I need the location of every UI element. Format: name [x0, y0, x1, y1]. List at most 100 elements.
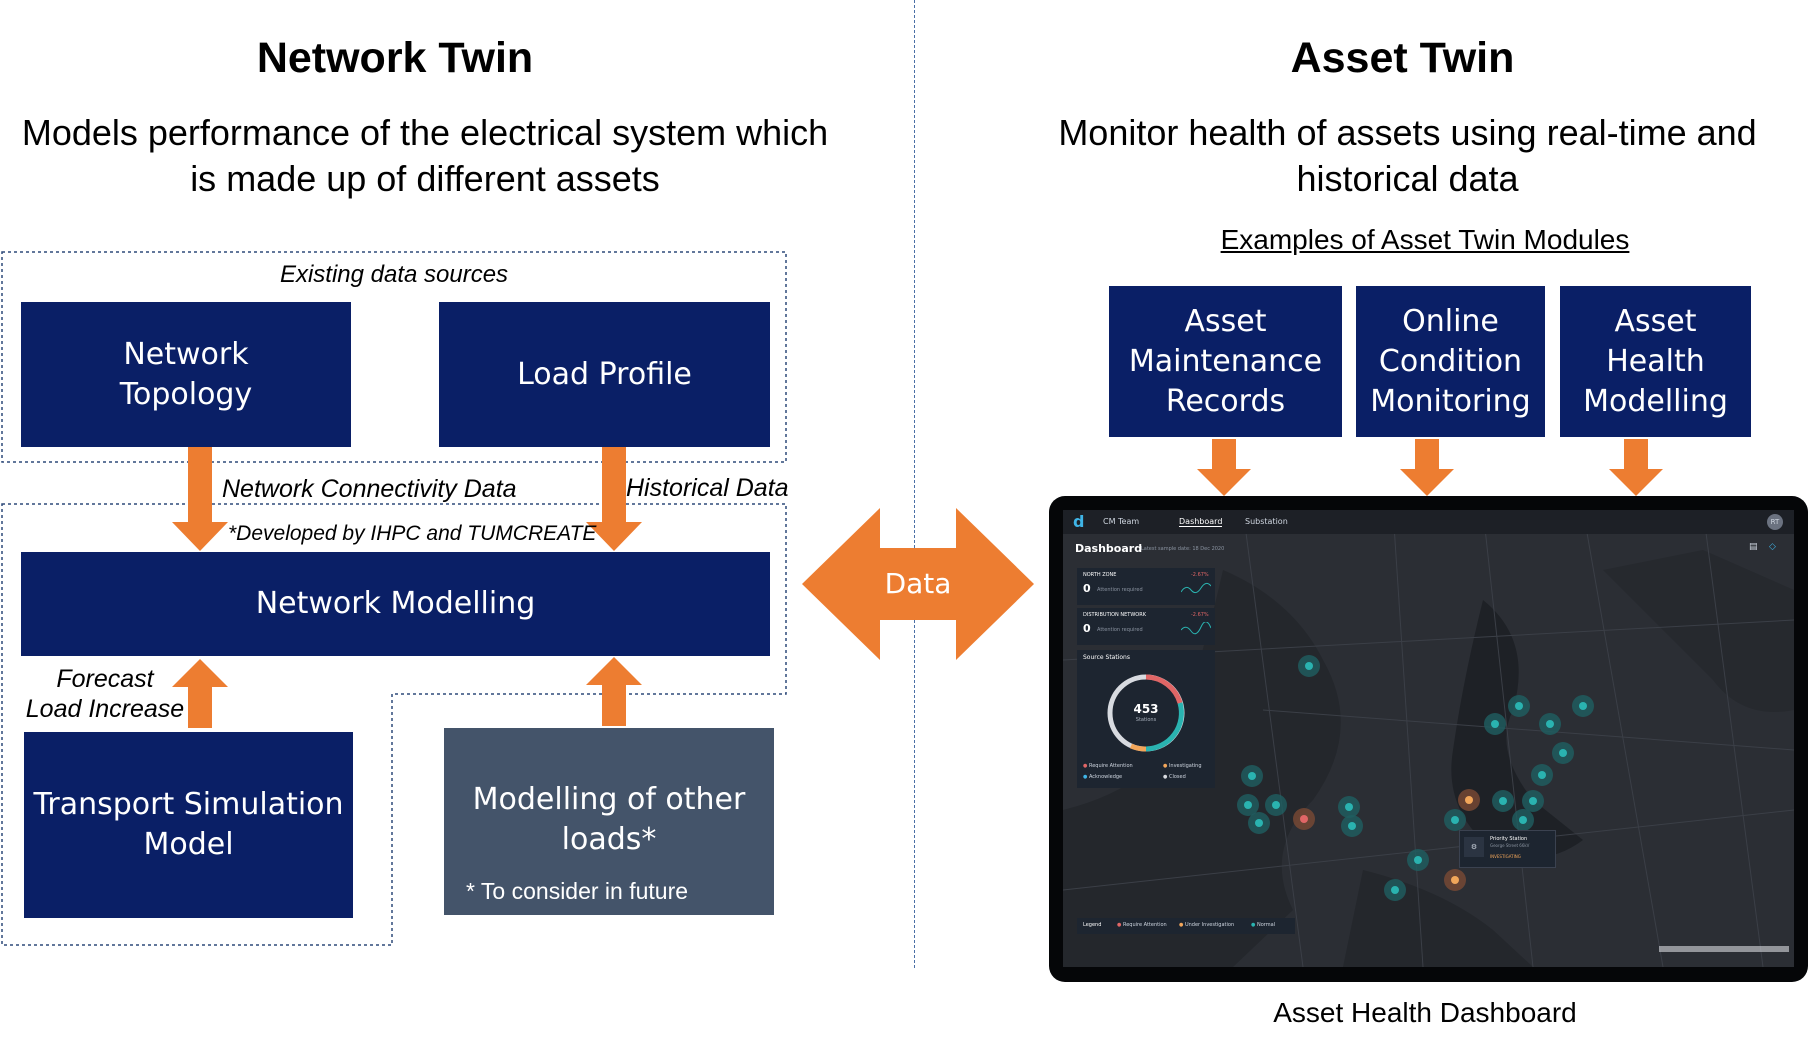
- station-marker-orange: [1293, 789, 1480, 891]
- subtitle-line: is made up of different assets: [190, 158, 660, 199]
- legend-dot: ●: [1163, 763, 1169, 769]
- module-asset-health: Asset Health Modelling: [1560, 286, 1751, 437]
- distribution-pct: -2.67%: [1191, 612, 1209, 618]
- legend-text: Require Attention: [1122, 922, 1167, 928]
- subtitle-line: historical data: [1296, 158, 1519, 199]
- priority-station-popup[interactable]: ⚙ Priority Station George Street 66kV IN…: [1459, 830, 1556, 868]
- transport-simulation-box: Transport Simulation Model: [24, 732, 353, 918]
- legend-text: Acknowledge: [1088, 774, 1123, 780]
- module-line: Modelling: [1583, 383, 1728, 419]
- legend-investigating: ● Investigating: [1163, 763, 1202, 769]
- network-modelling-box: Network Modelling: [21, 552, 770, 656]
- box-line: loads*: [561, 822, 657, 857]
- module-line: Health: [1606, 343, 1705, 379]
- historical-arrow: [586, 447, 642, 551]
- module-arrow: [1609, 439, 1663, 496]
- subtitle-line: Monitor health of assets using real-time…: [1058, 112, 1757, 153]
- label-line: Forecast: [56, 665, 154, 693]
- source-stations-card[interactable]: Source Stations 453 Stations ● Require A…: [1077, 650, 1215, 788]
- legend-closed: ● Closed: [1163, 774, 1186, 780]
- module-arrow: [1197, 439, 1251, 496]
- module-line: Condition: [1378, 343, 1523, 379]
- data-label: Data: [884, 567, 952, 600]
- module-line: Asset: [1184, 303, 1267, 339]
- location-icon[interactable]: ◇: [1769, 542, 1776, 552]
- station-markers: [1237, 655, 1594, 901]
- priority-sub: George Street 66kV: [1490, 843, 1530, 848]
- other-loads-box: Modelling of other loads* * To consider …: [444, 728, 774, 915]
- future-note: * To consider in future: [466, 878, 689, 904]
- stations-label: Stations: [1135, 717, 1157, 723]
- box-line: Network: [123, 336, 249, 372]
- priority-title: Priority Station: [1490, 836, 1528, 842]
- station-marker-teal: [1237, 655, 1594, 901]
- source-stations-label: Source Stations: [1083, 654, 1130, 661]
- historical-data-label: Historical Data: [626, 474, 789, 502]
- dashboard-heading: Dashboard: [1075, 542, 1143, 555]
- module-line: Records: [1165, 383, 1286, 419]
- box-line: Modelling of other: [472, 782, 746, 817]
- network-twin-title: Network Twin: [256, 34, 534, 82]
- legend-text: Under Investigation: [1184, 922, 1235, 928]
- developed-by-label: *Developed by IHPC and TUMCREATE: [228, 522, 597, 545]
- bottom-legend: Legend ● Require Attention ● Under Inves…: [1077, 918, 1295, 934]
- legend-dot: ●: [1163, 774, 1169, 780]
- examples-label: Examples of Asset Twin Modules: [1220, 224, 1630, 255]
- distribution-count: 0: [1083, 622, 1091, 635]
- avatar[interactable]: RT: [1767, 514, 1783, 530]
- network-twin-subtitle: Models performance of the electrical sys…: [0, 110, 850, 202]
- north-zone-pct: -2.67%: [1191, 572, 1209, 578]
- tablet-frame: d CM Team Dashboard Substation RT Dashbo…: [1049, 496, 1808, 982]
- sample-date: Latest sample date: 18 Dec 2020: [1141, 546, 1225, 552]
- stations-count: 453: [1133, 702, 1159, 716]
- box-line: Topology: [119, 376, 253, 412]
- filter-icon[interactable]: ▤: [1749, 542, 1758, 552]
- legend-dot: ●: [1179, 922, 1185, 928]
- map-attribution: [1659, 946, 1789, 952]
- priority-icon: ⚙: [1464, 837, 1484, 857]
- module-line: Asset: [1614, 303, 1697, 339]
- dashboard-topbar: d CM Team Dashboard Substation RT: [1063, 510, 1794, 534]
- asset-twin-title: Asset Twin: [1290, 34, 1515, 82]
- tab-dashboard[interactable]: Dashboard: [1179, 517, 1223, 527]
- existing-data-sources-label: Existing data sources: [279, 261, 509, 288]
- legend-text: Investigating: [1168, 763, 1202, 769]
- module-line: Maintenance: [1128, 343, 1323, 379]
- label-line: Load Increase: [25, 695, 185, 723]
- legend-dot: ●: [1251, 922, 1257, 928]
- forecast-load-label: Forecast Load Increase: [20, 664, 190, 724]
- team-selector[interactable]: CM Team: [1103, 517, 1140, 526]
- connectivity-arrow: [172, 447, 228, 551]
- tab-substation[interactable]: Substation: [1245, 517, 1288, 526]
- legend-item: ● Normal: [1251, 922, 1275, 928]
- dashed-outlines: [1, 251, 787, 946]
- north-sparkline: [1181, 582, 1211, 594]
- north-zone-card[interactable]: NORTH ZONE 0 Attention required -2.67%: [1077, 568, 1215, 605]
- dashboard-caption: Asset Health Dashboard: [1273, 997, 1577, 1028]
- north-zone-sub: Attention required: [1097, 587, 1143, 593]
- legend-text: Normal: [1256, 922, 1276, 928]
- distribution-card[interactable]: DISTRIBUTION NETWORK 0 Attention require…: [1077, 608, 1215, 645]
- subtitle-line: Models performance of the electrical sys…: [21, 112, 829, 153]
- stations-donut: [1107, 674, 1185, 752]
- module-asset-maintenance: Asset Maintenance Records: [1109, 286, 1342, 437]
- load-profile-box: Load Profile: [439, 302, 770, 447]
- priority-status: INVESTIGATING: [1490, 854, 1521, 859]
- legend-dot: ●: [1083, 763, 1089, 769]
- box-line: Model: [143, 827, 234, 862]
- box-line: Transport Simulation: [33, 787, 344, 822]
- distribution-sub: Attention required: [1097, 627, 1143, 633]
- module-line: Online: [1402, 303, 1499, 339]
- legend-text: Closed: [1168, 774, 1186, 780]
- distribution-sparkline: [1181, 622, 1211, 635]
- legend-item: ● Under Investigation: [1179, 922, 1234, 928]
- network-topology-box: Network Topology: [21, 302, 351, 447]
- north-zone-label: NORTH ZONE: [1083, 572, 1117, 578]
- dashboard-screen: d CM Team Dashboard Substation RT Dashbo…: [1063, 510, 1794, 967]
- legend-dot: ●: [1117, 922, 1123, 928]
- other-loads-arrow: [586, 657, 642, 726]
- legend-text: Require Attention: [1088, 763, 1133, 769]
- logo-icon: d: [1073, 512, 1085, 531]
- module-line: Monitoring: [1370, 383, 1531, 419]
- north-zone-count: 0: [1083, 582, 1091, 595]
